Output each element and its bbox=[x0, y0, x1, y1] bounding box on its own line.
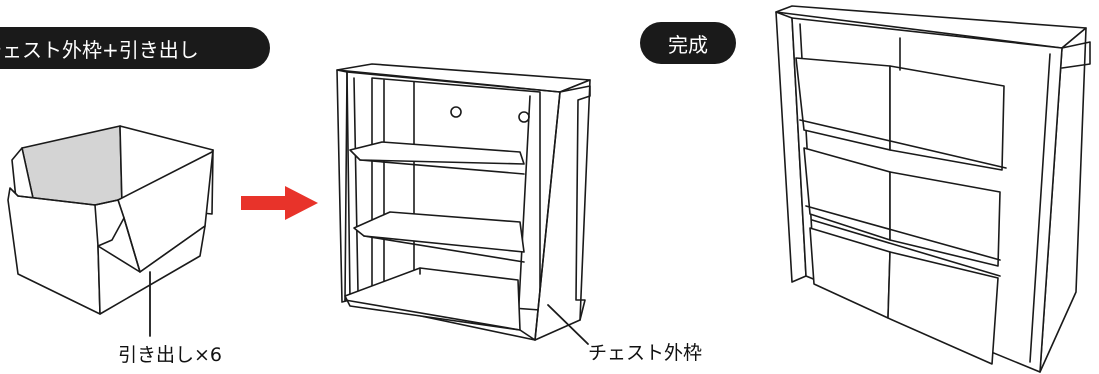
section-label-text: チェスト外枠+引き出し bbox=[0, 37, 199, 62]
section-label-complete: 完成 bbox=[640, 22, 736, 64]
drawer-illustration bbox=[7, 125, 214, 337]
drawer-caption: 引き出し×6 bbox=[118, 344, 223, 366]
completed-chest-illustration bbox=[775, 5, 1091, 373]
red-arrow-icon bbox=[241, 186, 318, 220]
frame-caption: チェスト外枠 bbox=[588, 342, 703, 364]
chest-frame-illustration bbox=[336, 63, 591, 345]
section-label-text: 完成 bbox=[668, 32, 708, 57]
section-label-chest-and-drawers: チェスト外枠+引き出し bbox=[0, 27, 270, 69]
